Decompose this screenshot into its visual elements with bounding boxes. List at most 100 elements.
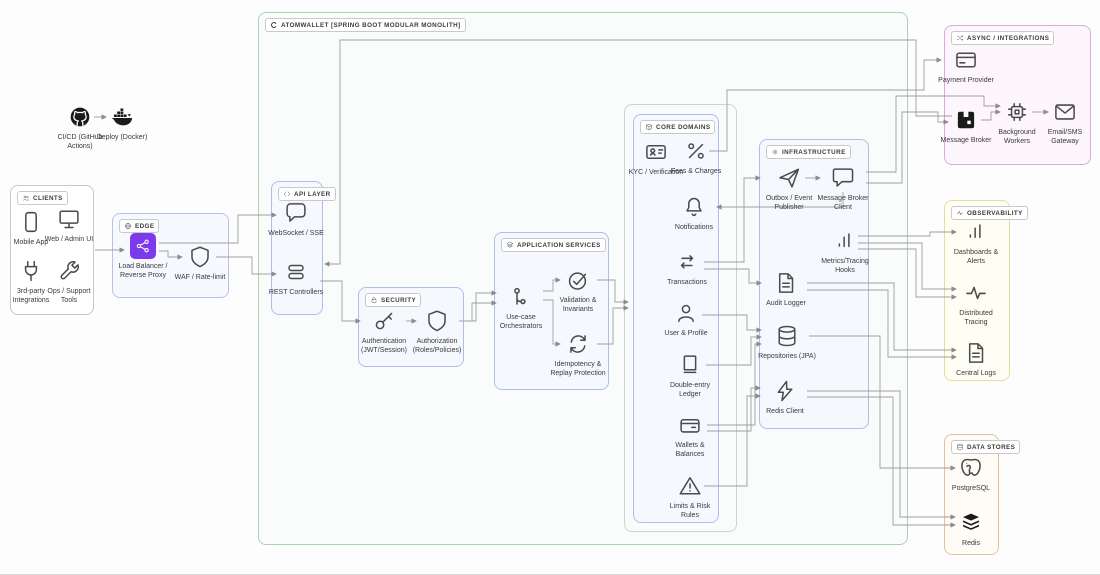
node-wallets-label: Wallets & Balances	[675, 442, 705, 459]
monitor-icon	[59, 210, 79, 229]
check-icon	[568, 272, 587, 290]
node-authorization: Authorization (Roles/Policies)	[408, 308, 466, 355]
node-postgresql-label: PostgreSQL	[951, 485, 991, 492]
node-dashboards-label: Dashboards & Alerts	[953, 249, 999, 266]
group-app-services-label: APPLICATION SERVICES	[517, 241, 601, 249]
file-icon	[778, 273, 794, 293]
node-deploy: Deploy (Docker)	[93, 104, 151, 142]
warning-icon	[679, 477, 701, 495]
group-infrastructure-label: INFRASTRUCTURE	[782, 148, 846, 156]
node-repositories: Repositories (JPA)	[758, 323, 816, 361]
group-monolith-header: ATOMWALLET [SPRING BOOT MODULAR MONOLITH…	[265, 18, 466, 32]
swap-icon	[680, 255, 694, 269]
node-email-sms-label: Email/SMS Gateway	[1047, 129, 1083, 146]
globe-icon	[125, 223, 131, 229]
node-redis-client-label: Redis Client	[766, 408, 804, 415]
node-ops-tools: Ops / Support Tools	[40, 258, 98, 305]
app-logo-icon	[271, 22, 277, 28]
group-core-header: CORE DOMAINS	[640, 120, 716, 134]
node-message-broker: Message Broker	[937, 107, 995, 145]
gear-icon	[772, 149, 778, 155]
node-authorization-label: Authorization (Roles/Policies)	[412, 338, 462, 355]
package-icon	[646, 123, 652, 131]
node-limits-label: Limits & Risk Rules	[669, 503, 711, 520]
node-notifications-label: Notifications	[674, 224, 714, 231]
node-mobile-app-label: Mobile App	[13, 239, 49, 246]
node-metrics-label: Metrics/Tracing Hooks	[821, 258, 869, 275]
group-security-header: SECURITY	[365, 293, 422, 307]
group-data-stores-header: DATA STORES	[951, 440, 1021, 454]
node-dashboards: Dashboards & Alerts	[947, 219, 1005, 266]
group-clients-label: CLIENTS	[33, 194, 63, 202]
db-icon	[778, 325, 796, 347]
node-message-broker-label: Message Broker	[940, 137, 992, 144]
shield-icon	[191, 246, 209, 268]
percent-icon	[688, 143, 704, 159]
envelope-icon	[1055, 104, 1075, 120]
cpu-icon	[1008, 103, 1026, 121]
node-user-profile-label: User & Profile	[664, 330, 708, 337]
node-transactions: Transactions	[658, 249, 716, 287]
node-msg-broker-client-label: Message Broker Client	[817, 195, 869, 212]
node-rest-label: REST Controllers	[268, 289, 324, 296]
node-validation-label: Validation & Invariants	[559, 297, 597, 314]
plane-icon	[779, 168, 800, 188]
node-validation: Validation & Invariants	[549, 267, 607, 314]
node-wallets: Wallets & Balances	[661, 412, 719, 459]
orchestrator-icon	[514, 287, 526, 305]
node-mobile-app: Mobile App	[2, 209, 60, 247]
node-audit-logger-label: Audit Logger	[766, 300, 806, 307]
node-authentication: Authentication (JWT/Session)	[355, 308, 413, 355]
node-ops-tools-label: Ops / Support Tools	[47, 288, 91, 305]
node-websocket: WebSocket / SSE	[267, 200, 325, 238]
node-redis-client: Redis Client	[756, 378, 814, 416]
node-idempotency-label: Idempotency & Replay Protection	[550, 361, 606, 378]
node-waf: WAF / Rate-limit	[171, 244, 229, 282]
users-icon	[23, 195, 30, 201]
group-observability-header: OBSERVABILITY	[951, 206, 1028, 220]
node-idempotency: Idempotency & Replay Protection	[549, 331, 607, 378]
group-api-layer-header: API LAYER	[278, 187, 336, 201]
postgres-icon	[961, 458, 981, 476]
node-transactions-label: Transactions	[667, 279, 707, 286]
node-central-logs-label: Central Logs	[956, 370, 996, 377]
node-cicd: CI/CD (GitHub Actions)	[51, 104, 109, 151]
node-authentication-label: Authentication (JWT/Session)	[361, 338, 407, 355]
node-third-party: 3rd-party Integrations	[2, 258, 60, 305]
db-icon	[957, 443, 963, 451]
bubble-icon	[286, 203, 306, 222]
group-monolith-label: ATOMWALLET [SPRING BOOT MODULAR MONOLITH…	[281, 21, 461, 29]
id-card-icon	[646, 144, 666, 160]
lock-icon	[371, 297, 377, 303]
group-clients: CLIENTS	[10, 185, 94, 315]
rabbit-icon	[957, 111, 975, 129]
group-edge-label: EDGE	[135, 222, 155, 230]
group-async-header: ASYNC / INTEGRATIONS	[951, 31, 1055, 45]
node-redis: Redis	[942, 510, 1000, 548]
group-core-label: CORE DOMAINS	[656, 123, 711, 131]
node-load-balancer: Load Balancer / Reverse Proxy	[114, 233, 172, 280]
shuffle-icon	[956, 35, 964, 41]
book-icon	[683, 355, 697, 374]
docker-icon	[111, 108, 133, 126]
node-msg-broker-client: Message Broker Client	[814, 165, 872, 212]
group-infrastructure-header: INFRASTRUCTURE	[766, 145, 851, 159]
pulse-icon	[956, 211, 964, 215]
redis-icon	[962, 513, 980, 530]
group-async-label: ASYNC / INTEGRATIONS	[967, 34, 1050, 42]
purple-tile	[130, 233, 156, 259]
node-notifications: Notifications	[665, 194, 723, 232]
key-icon	[375, 312, 393, 330]
node-outbox-label: Outbox / Event Publisher	[765, 195, 813, 212]
node-use-case-label: Use-case Orchestrators	[499, 314, 543, 331]
node-background-workers-label: Background Workers	[998, 129, 1036, 146]
node-user-profile: User & Profile	[657, 300, 715, 338]
node-background-workers: Background Workers	[988, 99, 1046, 146]
node-waf-label: WAF / Rate-limit	[174, 274, 226, 281]
layers-icon	[506, 241, 514, 248]
shield-icon	[428, 310, 446, 332]
node-ledger: Double-entry Ledger	[661, 352, 719, 399]
node-distributed-tracing: Distributed Tracing	[947, 280, 1005, 327]
node-redis-label: Redis	[962, 540, 980, 547]
